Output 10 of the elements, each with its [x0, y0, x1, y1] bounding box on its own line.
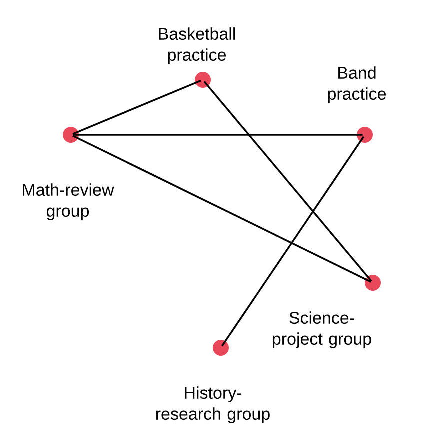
node-label: Math-review group [23, 184, 114, 220]
node-label: Science-project group [273, 312, 372, 348]
line [72, 80, 202, 135]
node-label: Basketball practice [159, 28, 236, 64]
line [204, 81, 372, 282]
node-label: Band practice [328, 66, 386, 104]
node-label: History-research group [156, 386, 270, 424]
line [73, 134, 363, 136]
line [72, 135, 372, 283]
line [221, 136, 365, 347]
